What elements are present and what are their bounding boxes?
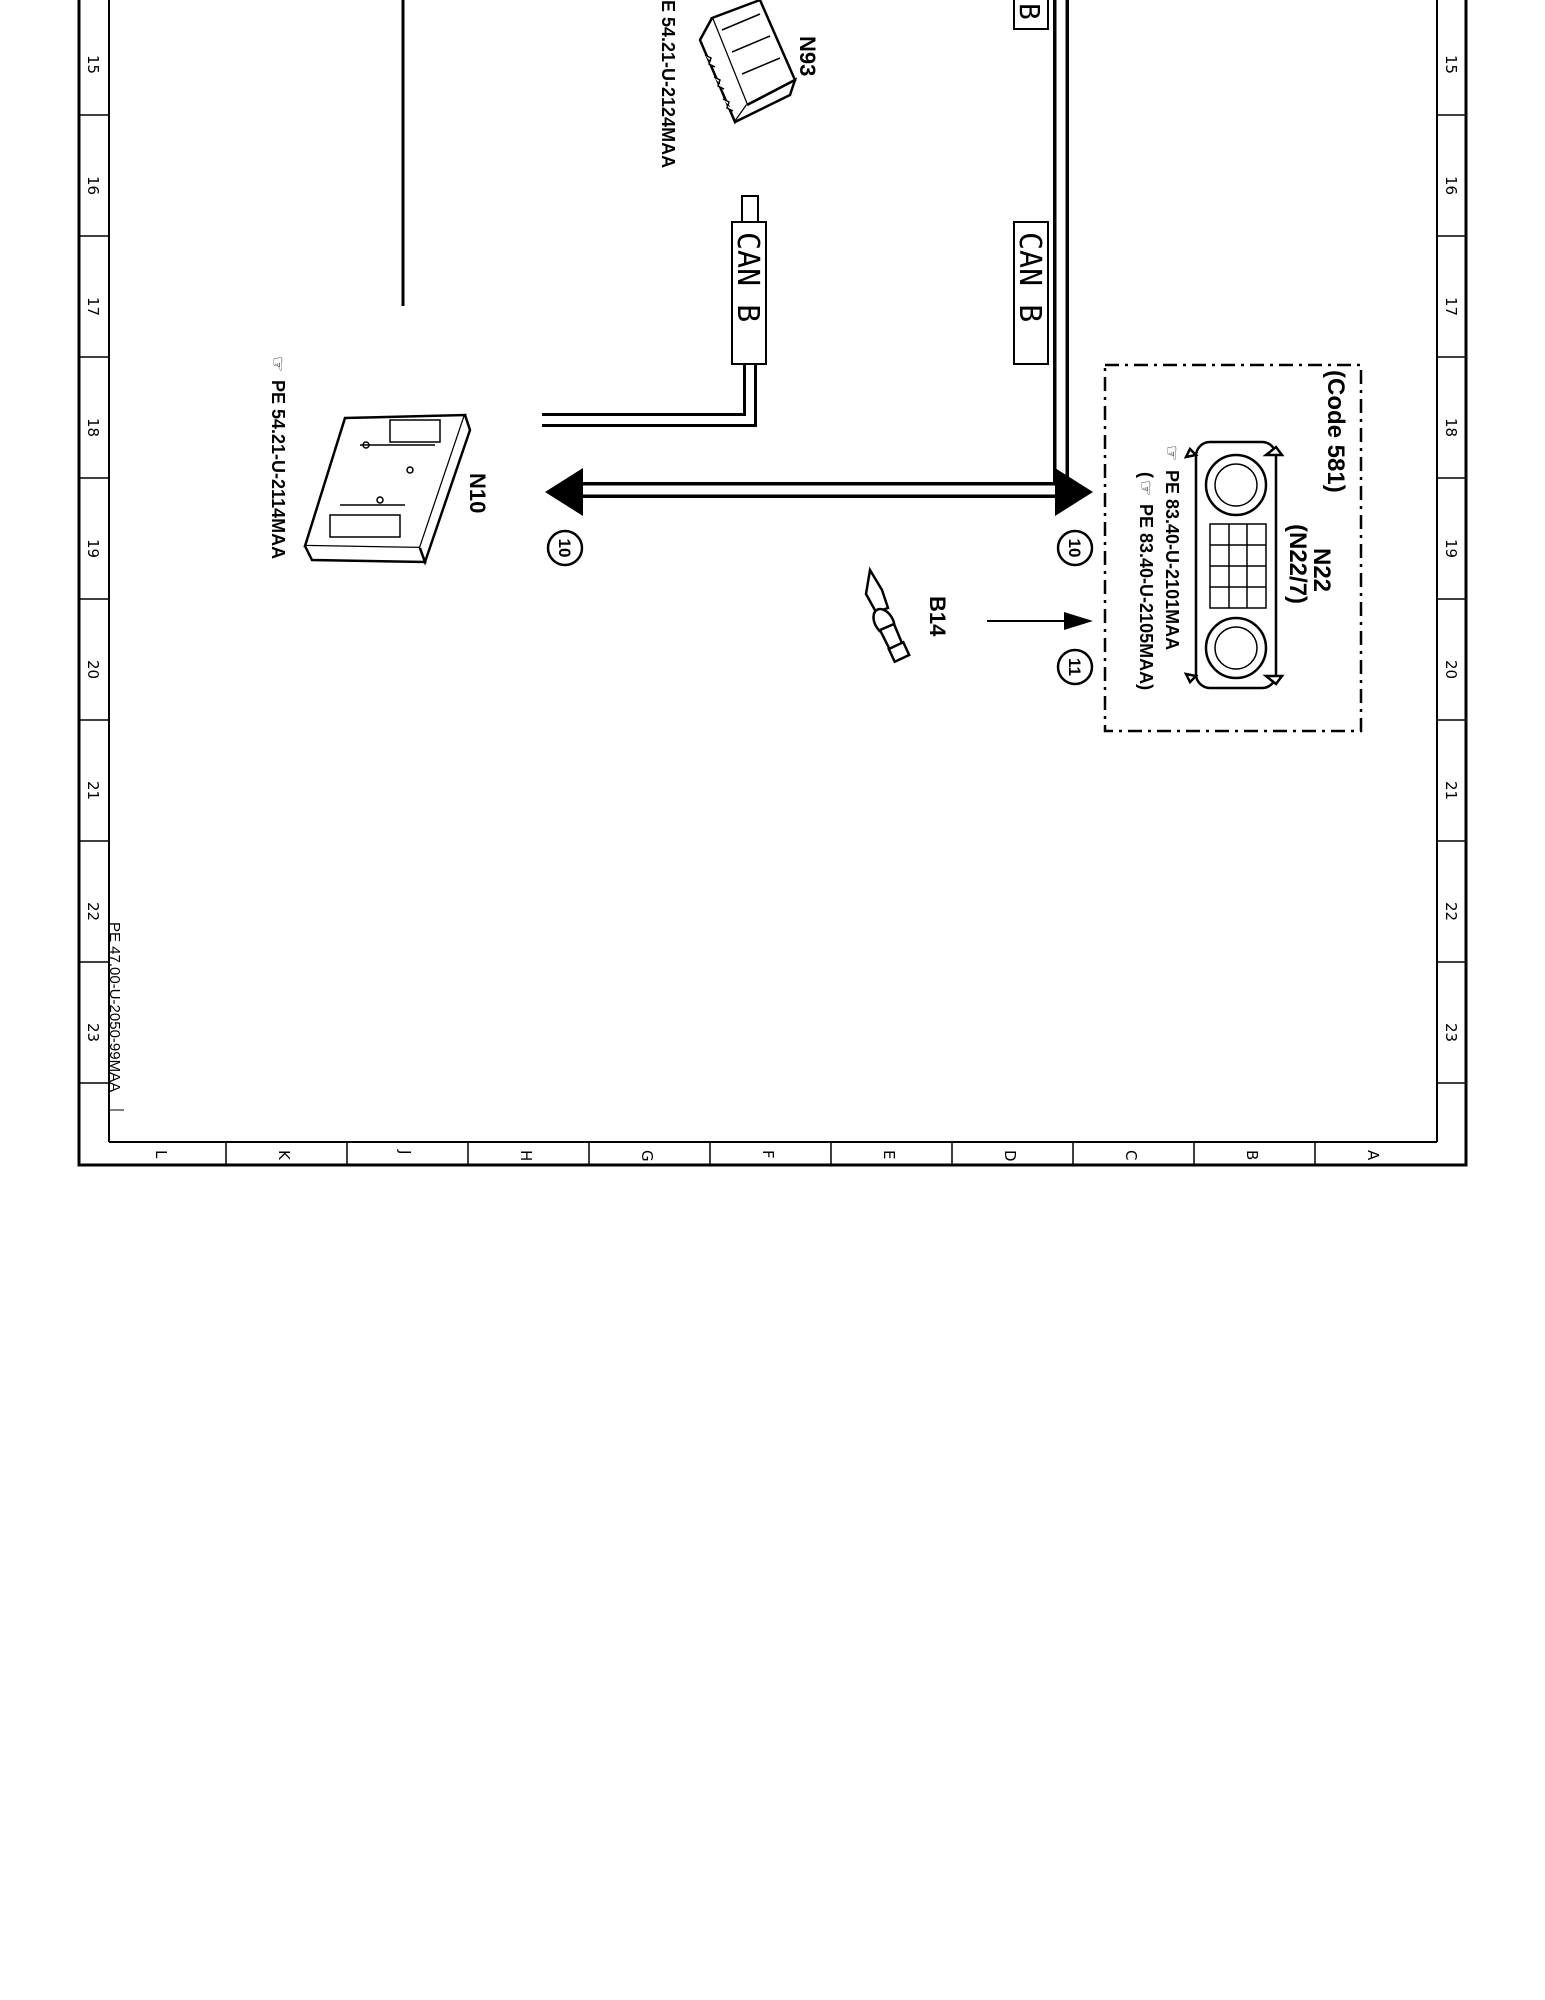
can-label-box-right: CAN B [1012,221,1049,365]
n10-module-icon [303,413,472,566]
document-reference: PE 47.00-U-2050-99MAA [106,922,123,1092]
connector-right-11: 11 [1056,648,1094,686]
n93-reference: E 54.21-U-2124MAA [658,0,678,168]
col-label: K [275,1150,293,1161]
col-label: J [396,1149,414,1154]
n22-reference-2: ( ☞ PE 83.40-U-2105MAA) [1135,472,1156,690]
n22-label: N22 [1308,548,1335,592]
arrow-b14-11 [1064,612,1093,630]
row-labels-right: 15 16 17 18 19 20 21 22 23 [1442,55,1460,1042]
row-label: 21 [84,781,102,800]
n93-label: N93 [795,36,820,76]
n22-option-box [1103,363,1363,733]
row-label: 23 [84,1023,102,1042]
col-label: A [1364,1150,1382,1161]
col-label: H [517,1150,535,1161]
arrow-left-10 [545,468,583,516]
n22-climate-panel-icon [1183,440,1285,690]
col-label: C [1122,1150,1140,1160]
row-label: 17 [84,297,102,316]
row-label: 21 [1442,781,1460,800]
hand-pointer-icon: ☞ [267,356,288,372]
row-label: 23 [1442,1023,1460,1042]
drawing-frame [77,0,1468,1167]
row-label: 19 [84,539,102,558]
col-label: E [880,1150,898,1159]
connector-left-10: 10 [546,529,584,567]
can-label-box-top: B [1013,0,1049,30]
n22-reference-2-text: PE 83.40-U-2105MAA) [1136,504,1156,690]
can-label-right: CAN B [1012,232,1047,322]
row-label: 20 [1442,660,1460,679]
n22-code: (Code 581) [1322,370,1349,493]
row-label: 22 [1442,902,1460,921]
col-label: F [759,1150,777,1159]
can-label-box-left: CAN B [730,221,767,365]
n22-alt-label: (N22/7) [1284,524,1311,604]
hand-pointer-icon: ☞ [1161,445,1182,461]
row-label: 15 [84,55,102,74]
connector-right-11-label: 11 [1065,658,1084,676]
n10-label: N10 [465,473,490,513]
hand-pointer-icon: ☞ [1135,480,1156,496]
row-labels-left: 15 16 17 18 19 20 21 22 23 [84,55,102,1042]
n10-reference-text: PE 54.21-U-2114MAA [268,380,288,559]
row-label: 18 [84,418,102,437]
row-label: 18 [1442,418,1460,437]
connector-right-10-label: 10 [1065,539,1084,558]
can-label-top: B [1013,3,1046,20]
arrow-right-10 [1055,468,1093,516]
row-label: 22 [84,902,102,921]
can-bus-n93-inner [542,200,754,424]
n93-module-icon [698,0,798,125]
col-label: G [638,1150,656,1162]
connector-right-10: 10 [1056,529,1094,567]
b14-sensor-icon [864,566,911,664]
can-bus-n93 [542,200,757,427]
row-label: 17 [1442,297,1460,316]
row-label: 15 [1442,55,1460,74]
can-label-left: CAN B [730,232,765,322]
column-labels: L K J H G F E D C B A [152,1149,1382,1162]
connector-left-10-label: 10 [555,539,574,558]
row-label: 20 [84,660,102,679]
n22-reference-1-text: PE 83.40-U-2101MAA [1162,470,1182,650]
col-label: L [152,1150,170,1159]
row-label: 19 [1442,539,1460,558]
col-label: B [1243,1150,1261,1160]
n10-reference: ☞ PE 54.21-U-2114MAA [267,356,288,559]
b14-label: B14 [925,596,950,637]
n22-reference-2-prefix: ( [1136,472,1156,478]
row-label: 16 [84,176,102,195]
row-label: 16 [1442,176,1460,195]
col-label: D [1001,1150,1019,1162]
n22-reference-1: ☞ PE 83.40-U-2101MAA [1161,445,1182,650]
